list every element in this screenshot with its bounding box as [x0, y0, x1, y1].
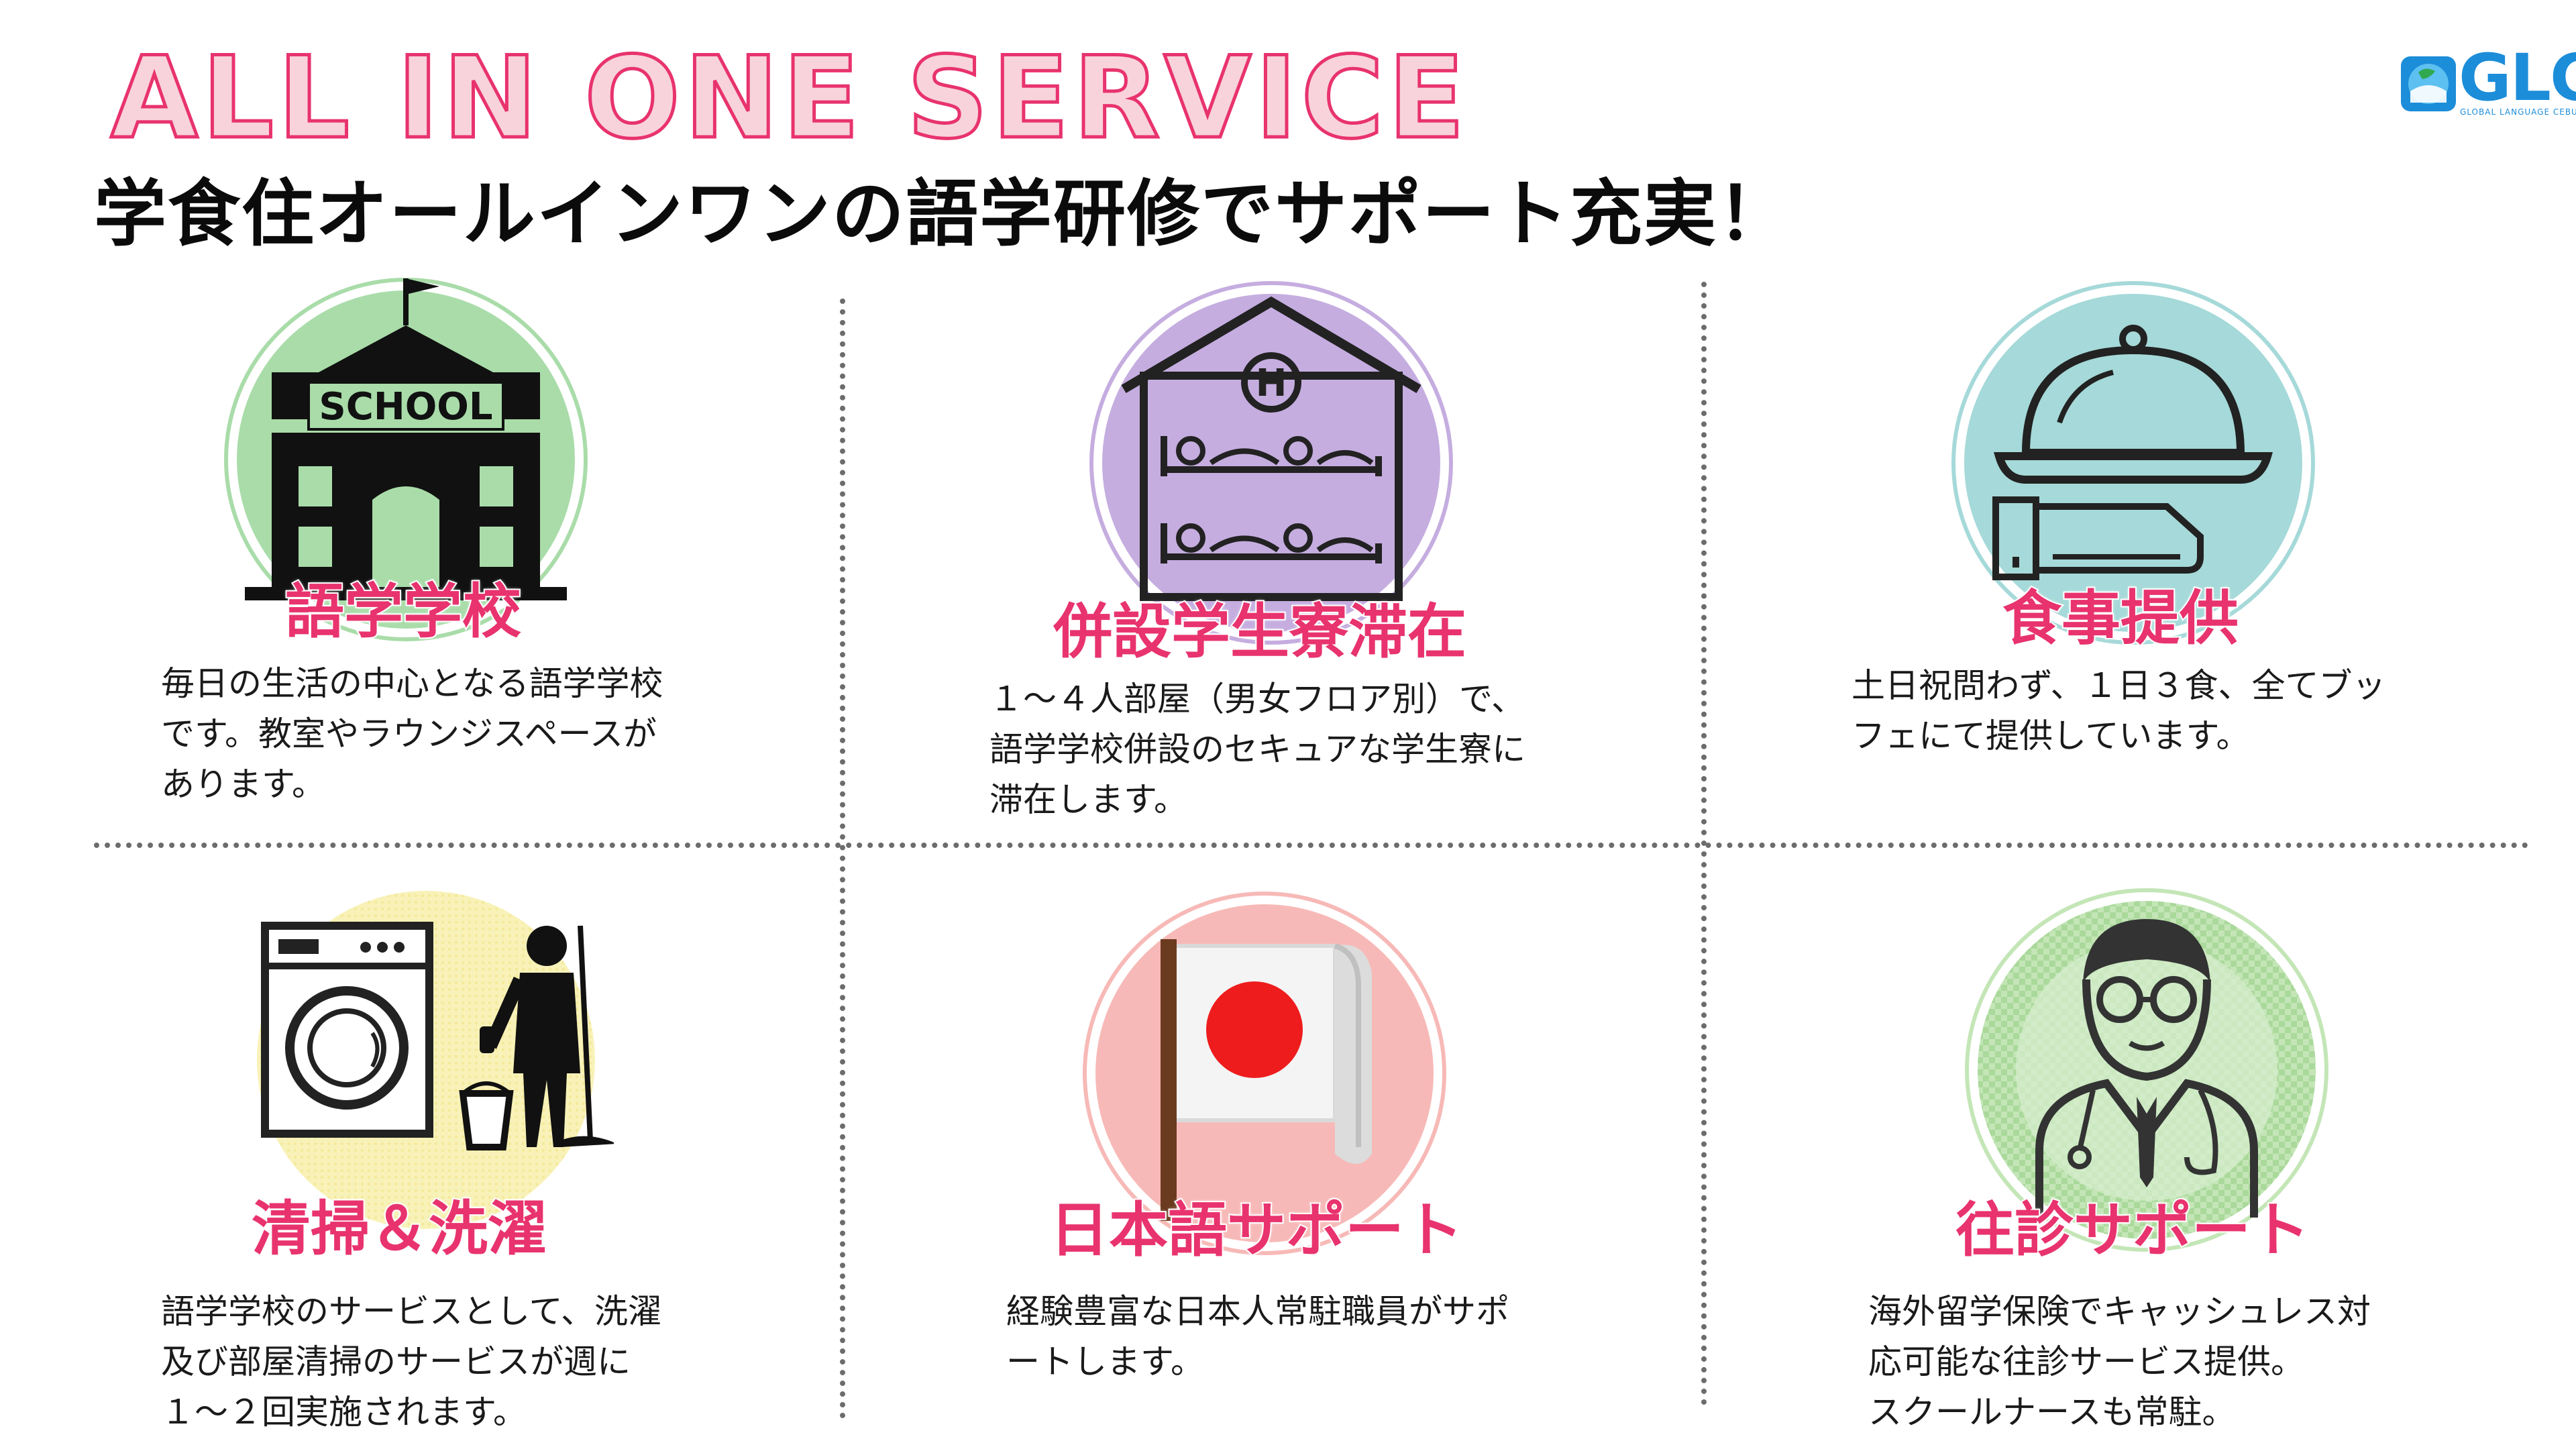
service-title-dormitory: 併設学生寮滞在	[1052, 597, 1468, 666]
service-desc-school: 毎日の生活の中心となる語学学校 です。教室やラウンジスペースが あります。	[161, 664, 663, 804]
service-title-school: 語学学校	[284, 577, 523, 646]
food-cloche-icon	[1945, 275, 2321, 651]
globe-logo-icon	[2398, 52, 2459, 115]
divider-horizontal	[94, 843, 2529, 848]
service-title-meals: 食事提供	[2001, 584, 2240, 653]
service-title-cleaning: 清掃＆洗濯	[250, 1194, 548, 1263]
headline: ALL IN ONE SERVICE	[109, 32, 1469, 164]
service-desc-japanese: 経験豊富な日本人常駐職員がサポ ートします。	[1006, 1292, 1509, 1381]
logo-subtext: GLOBAL LANGUAGE CEBU	[2460, 107, 2576, 117]
glc-logo: GLC GLOBAL LANGUAGE CEBU	[2398, 46, 2576, 119]
logo-text: GLC	[2459, 40, 2576, 115]
school-building-icon: SCHOOL	[218, 272, 594, 647]
hotel-h-text: H	[1256, 362, 1287, 405]
service-title-medical: 往診サポート	[1954, 1195, 2311, 1265]
washing-machine-cleaner-icon	[238, 872, 614, 1248]
service-desc-dormitory: １～４人部屋（男女フロア別）で、 語学学校併設のセキュアな学生寮に 滞在します。	[989, 680, 1525, 819]
service-desc-meals: 土日祝問わず、１日３食、全てブッ フェにて提供しています。	[1851, 666, 2386, 755]
service-title-japanese: 日本語サポート	[1049, 1195, 1464, 1265]
service-desc-cleaning: 語学学校のサービスとして、洗濯 及び部屋清掃のサービスが週に １～２回実施されま…	[161, 1292, 661, 1432]
hotel-dormitory-icon: H	[1083, 275, 1459, 651]
service-desc-medical: 海外留学保険でキャッシュレス対 応可能な往診サービス提供。 スクールナースも常駐…	[1868, 1292, 2371, 1432]
japan-flag-icon	[1077, 885, 1452, 1261]
divider-vertical-1	[840, 299, 845, 1419]
school-sign-text: SCHOOL	[319, 385, 492, 429]
page-subtitle: 学食住オールインワンの語学研修でサポート充実！	[94, 172, 1792, 256]
doctor-icon	[1959, 882, 2334, 1258]
